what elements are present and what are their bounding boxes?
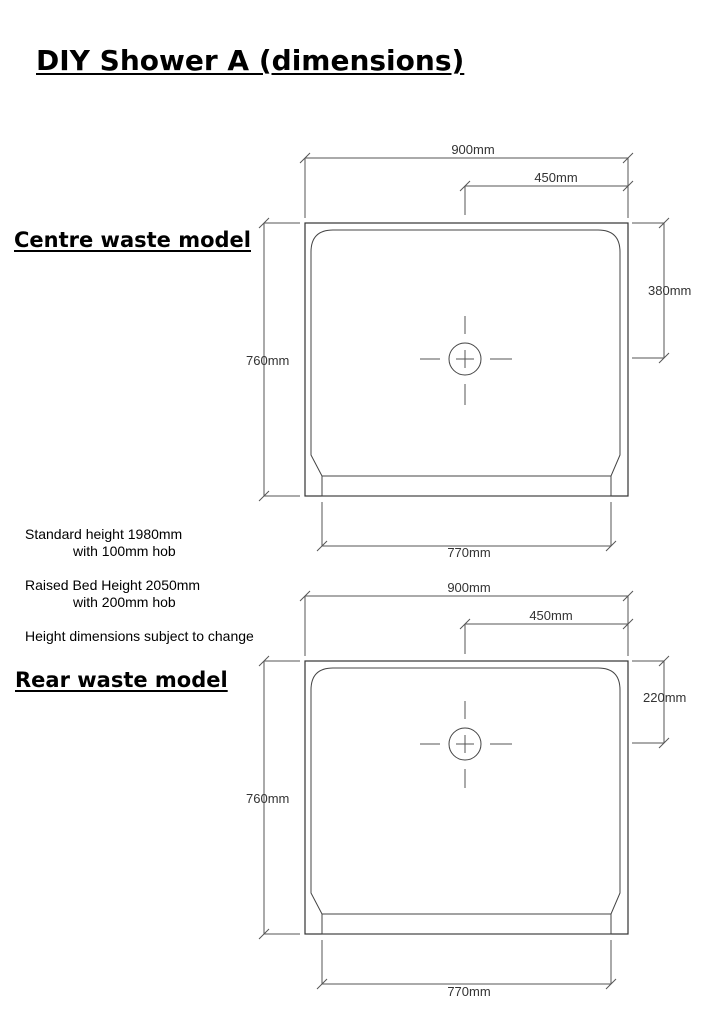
centre-half-width-dimension: 450mm xyxy=(459,170,634,215)
rear-width-dimension: 900mm xyxy=(299,580,634,656)
rear-inner-width-dimension: 770mm xyxy=(316,940,617,999)
centre-waste-heading: Centre waste model xyxy=(14,228,251,252)
rear-waste-offset-label: 220mm xyxy=(643,690,686,705)
standard-height-note: Standard height 1980mm xyxy=(25,526,183,542)
rear-half-width-label: 450mm xyxy=(529,608,572,623)
rear-half-width-dimension: 450mm xyxy=(459,608,634,654)
standard-hob-note: with 100mm hob xyxy=(73,543,176,559)
centre-depth-label: 760mm xyxy=(246,353,289,368)
rear-depth-dimension: 760mm xyxy=(246,655,300,940)
page-title: DIY Shower A (dimensions) xyxy=(36,44,465,77)
raised-hob-note: with 200mm hob xyxy=(73,594,176,610)
centre-waste-offset-dimension: 380mm xyxy=(632,217,691,364)
rear-tray-outline xyxy=(304,660,629,935)
centre-width-dimension: 900mm xyxy=(299,142,634,218)
rear-waste-icon xyxy=(420,701,512,788)
raised-height-note: Raised Bed Height 2050mm xyxy=(25,577,201,593)
height-disclaimer-note: Height dimensions subject to change xyxy=(25,628,254,644)
rear-depth-label: 760mm xyxy=(246,791,289,806)
centre-inner-width-dimension: 770mm xyxy=(316,502,617,560)
centre-waste-offset-label: 380mm xyxy=(648,283,691,298)
centre-half-width-label: 450mm xyxy=(534,170,577,185)
rear-waste-drawing: 900mm 450mm 220mm 760mm xyxy=(246,580,686,999)
rear-inner-width-label: 770mm xyxy=(447,984,490,999)
rear-waste-heading: Rear waste model xyxy=(15,668,228,692)
centre-waste-icon xyxy=(420,316,512,405)
rear-width-label: 900mm xyxy=(447,580,490,595)
centre-depth-dimension: 760mm xyxy=(246,217,300,502)
centre-waste-drawing: 900mm 450mm 380mm 760mm xyxy=(246,142,691,560)
centre-inner-width-label: 770mm xyxy=(447,545,490,560)
centre-tray-hob xyxy=(321,475,612,497)
rear-tray-hob xyxy=(321,913,612,935)
rear-waste-offset-dimension: 220mm xyxy=(632,655,686,749)
centre-width-label: 900mm xyxy=(451,142,494,157)
